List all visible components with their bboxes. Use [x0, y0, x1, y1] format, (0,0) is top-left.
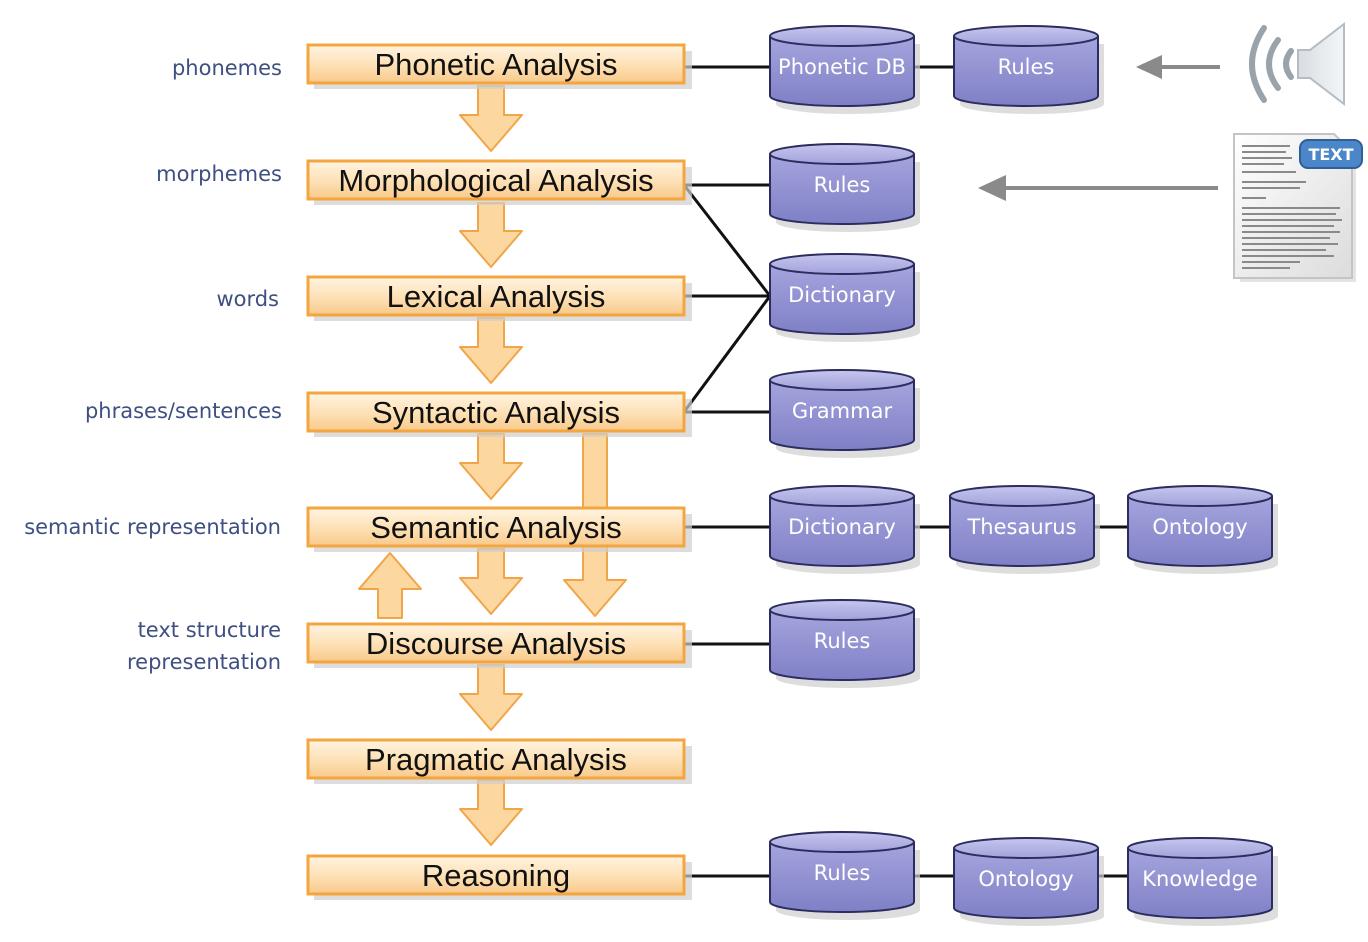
side-label-words: words: [216, 287, 279, 311]
flow-arrow-syntactic-semantic: [459, 433, 523, 500]
stage-discourse-analysis: Discourse Analysis: [306, 622, 692, 668]
flow-arrow-morphological-lexical: [459, 202, 523, 268]
document-text-lines: [1242, 145, 1342, 269]
text-input-arrow: [978, 175, 1218, 201]
side-labels: phonemes morphemes words phrases/sentenc…: [24, 56, 282, 674]
stage-label: Pragmatic Analysis: [365, 742, 627, 777]
stage-boxes: Phonetic Analysis Morphological Analysis…: [306, 43, 692, 900]
connector-lines: [682, 65, 1128, 878]
stage-label: Syntactic Analysis: [372, 395, 620, 430]
stage-reasoning: Reasoning: [306, 854, 692, 900]
side-label-semantic-representation: semantic representation: [24, 515, 281, 539]
db-knowledge: Knowledge: [1127, 837, 1278, 926]
side-label-morphemes: morphemes: [156, 162, 282, 186]
db-label: Rules: [814, 861, 871, 885]
connector-morph-dictionary: [682, 184, 772, 297]
db-reasoning-rules: Rules: [769, 831, 920, 920]
db-reasoning-ontology: Ontology: [953, 837, 1104, 926]
flow-arrow-phonetic-morphological: [459, 85, 523, 152]
stage-phonetic-analysis: Phonetic Analysis: [306, 43, 692, 89]
db-lexical-dictionary: Dictionary: [769, 253, 920, 342]
db-label: Rules: [814, 173, 871, 197]
stage-label: Reasoning: [422, 858, 570, 893]
flow-arrow-discourse-semantic-feedback: [358, 552, 422, 619]
side-label-representation: representation: [127, 650, 281, 674]
side-label-text-structure: text structure: [138, 618, 281, 642]
db-label: Ontology: [1152, 515, 1247, 539]
db-thesaurus: Thesaurus: [949, 485, 1100, 574]
db-label: Grammar: [792, 399, 893, 423]
db-morph-rules: Rules: [769, 143, 920, 232]
db-label: Phonetic DB: [778, 55, 906, 79]
stage-label: Lexical Analysis: [387, 279, 606, 314]
resource-databases: Phonetic DB Rules Rules Dictionary Gr: [769, 25, 1278, 926]
stage-syntactic-analysis: Syntactic Analysis: [306, 391, 692, 437]
db-label: Thesaurus: [966, 515, 1076, 539]
stage-label: Phonetic Analysis: [375, 47, 618, 82]
db-label: Dictionary: [788, 283, 896, 307]
db-semantic-dictionary: Dictionary: [769, 485, 920, 574]
text-document-icon: TEXT: [1233, 133, 1363, 282]
db-grammar: Grammar: [769, 369, 920, 458]
db-label: Dictionary: [788, 515, 896, 539]
db-label: Ontology: [978, 867, 1073, 891]
db-discourse-rules: Rules: [769, 599, 920, 688]
stage-label: Discourse Analysis: [366, 626, 626, 661]
flow-arrow-semantic-discourse: [459, 548, 523, 615]
text-badge-label: TEXT: [1308, 145, 1353, 164]
speaker-icon: [1249, 21, 1345, 107]
flow-arrow-pragmatic-reasoning: [459, 779, 523, 846]
connector-syntactic-dictionary: [682, 295, 772, 413]
side-label-phonemes: phonemes: [172, 56, 282, 80]
stage-lexical-analysis: Lexical Analysis: [306, 275, 692, 321]
side-label-phrases-sentences: phrases/sentences: [85, 399, 282, 423]
stage-label: Semantic Analysis: [370, 510, 622, 545]
db-semantic-ontology: Ontology: [1127, 485, 1278, 574]
text-badge: [1299, 139, 1363, 169]
flow-arrow-lexical-syntactic: [459, 317, 523, 384]
db-phonetic-rules: Rules: [953, 25, 1104, 114]
db-phonetic-db: Phonetic DB: [769, 25, 920, 114]
stage-pragmatic-analysis: Pragmatic Analysis: [306, 738, 692, 784]
input-arrows: [978, 55, 1220, 201]
db-label: Rules: [814, 629, 871, 653]
speech-input-arrow: [1136, 55, 1220, 79]
stage-label: Morphological Analysis: [338, 163, 653, 198]
stage-morphological-analysis: Morphological Analysis: [306, 159, 692, 205]
flow-arrow-discourse-pragmatic: [459, 664, 523, 731]
stage-semantic-analysis: Semantic Analysis: [306, 506, 692, 552]
db-label: Rules: [998, 55, 1055, 79]
db-label: Knowledge: [1142, 867, 1257, 891]
